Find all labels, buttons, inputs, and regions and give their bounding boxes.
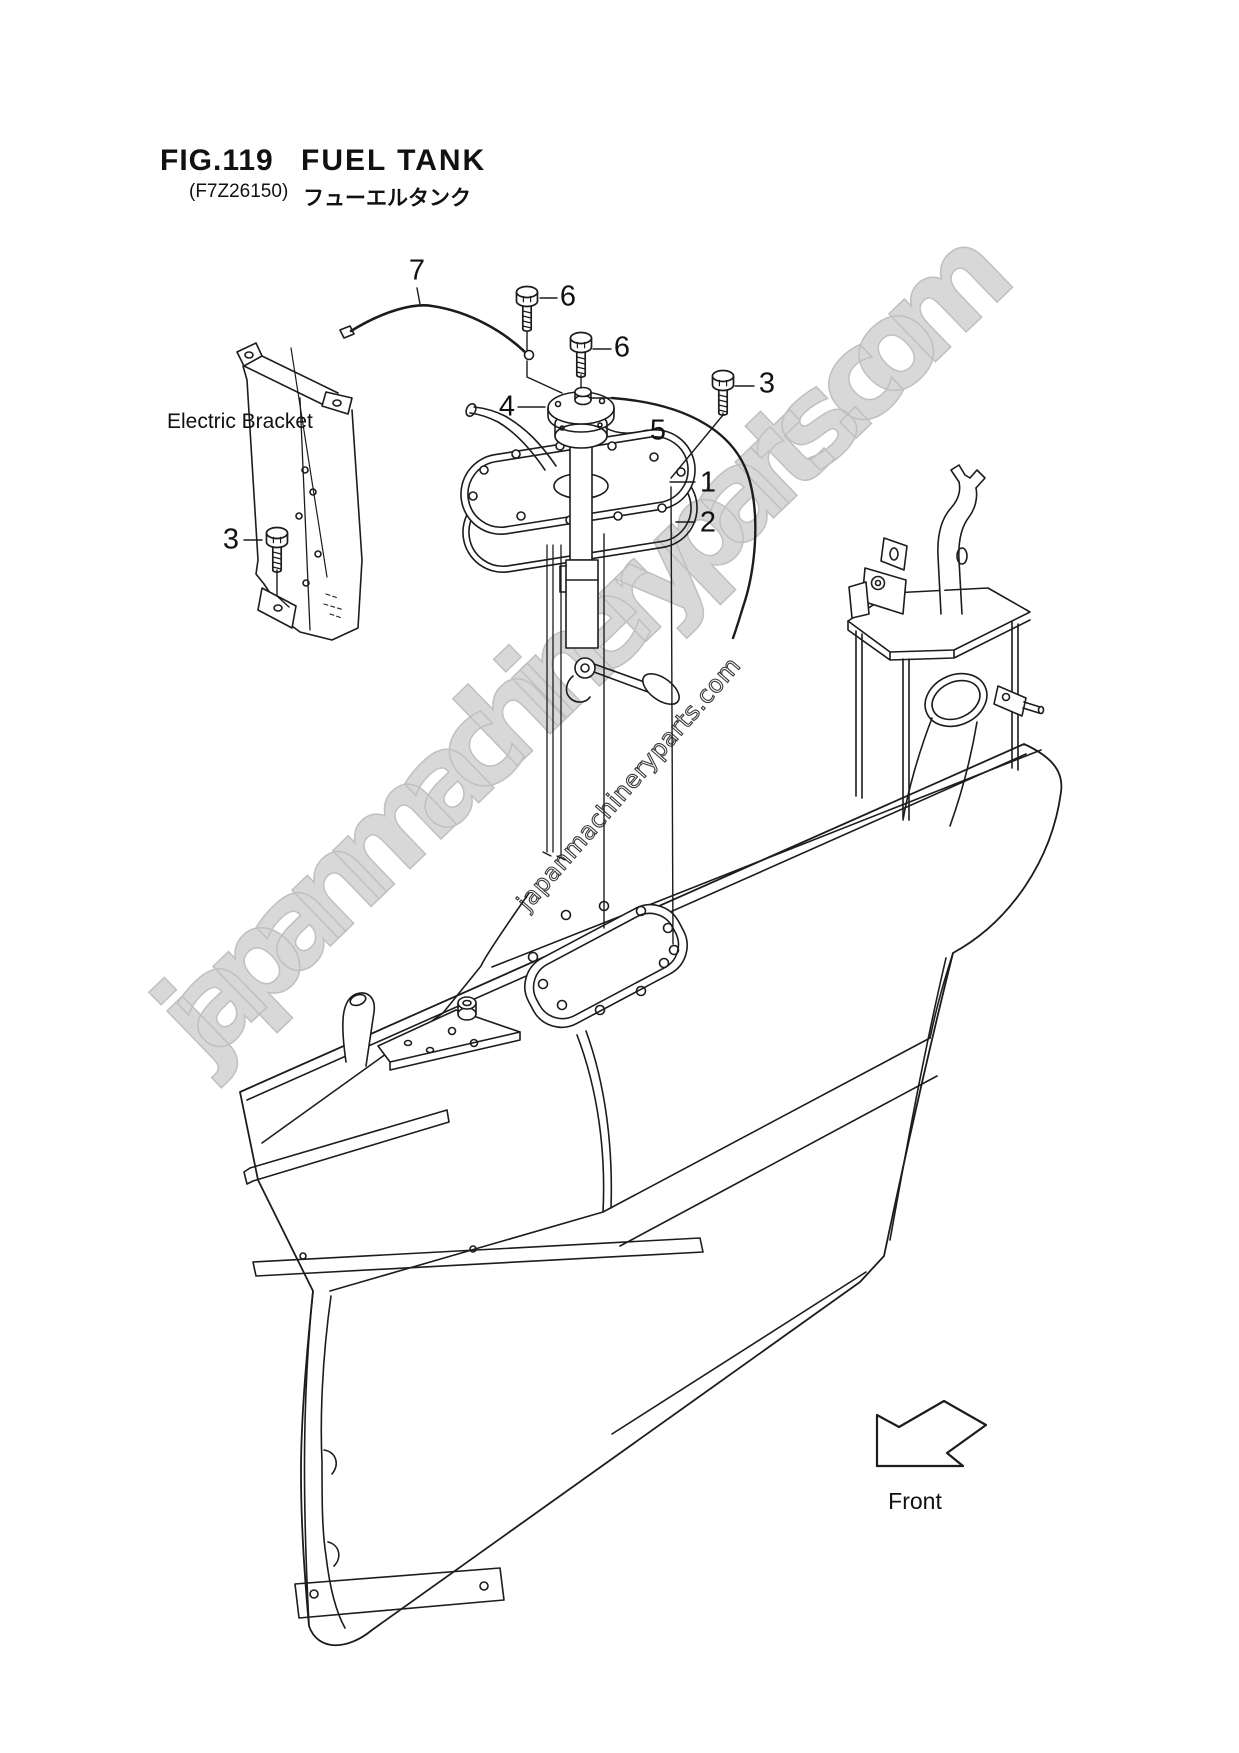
bolt-6-lower [569, 331, 593, 379]
leader-lines [243, 287, 755, 945]
callout-part-3: 3 [222, 523, 240, 556]
callout-part-1: 1 [699, 466, 717, 499]
callout-part-2: 2 [699, 506, 717, 539]
figure-title: FUEL TANK [301, 144, 487, 177]
electric-bracket-label: Electric Bracket [167, 410, 313, 433]
front-label: Front [888, 1488, 942, 1514]
tank-opening-bolt-holes [527, 900, 680, 1016]
callout-part-7: 7 [408, 254, 426, 287]
electric-bracket-drawing [236, 342, 363, 641]
callout-part-6: 6 [613, 331, 631, 364]
bolt-6-upper [515, 285, 539, 333]
front-direction-arrow [875, 1399, 988, 1468]
figure-title-japanese: フューエルタンク [303, 187, 471, 210]
callout-part-5: 5 [649, 414, 667, 447]
callout-part-4: 4 [498, 390, 516, 423]
figure-number: FIG.119 [160, 144, 274, 177]
filler-support-bracket [847, 464, 1045, 827]
fuel-sender-assembly [460, 386, 698, 861]
figure-part-code: (F7Z26150) [189, 181, 289, 202]
tank-opening [524, 900, 688, 1029]
sender-wire [339, 304, 757, 640]
sender-cap [547, 386, 615, 433]
callout-part-6: 6 [559, 280, 577, 313]
callout-part-3: 3 [758, 367, 776, 400]
fuel-tank-body [239, 743, 1063, 1647]
bolt-3-left [265, 526, 289, 574]
